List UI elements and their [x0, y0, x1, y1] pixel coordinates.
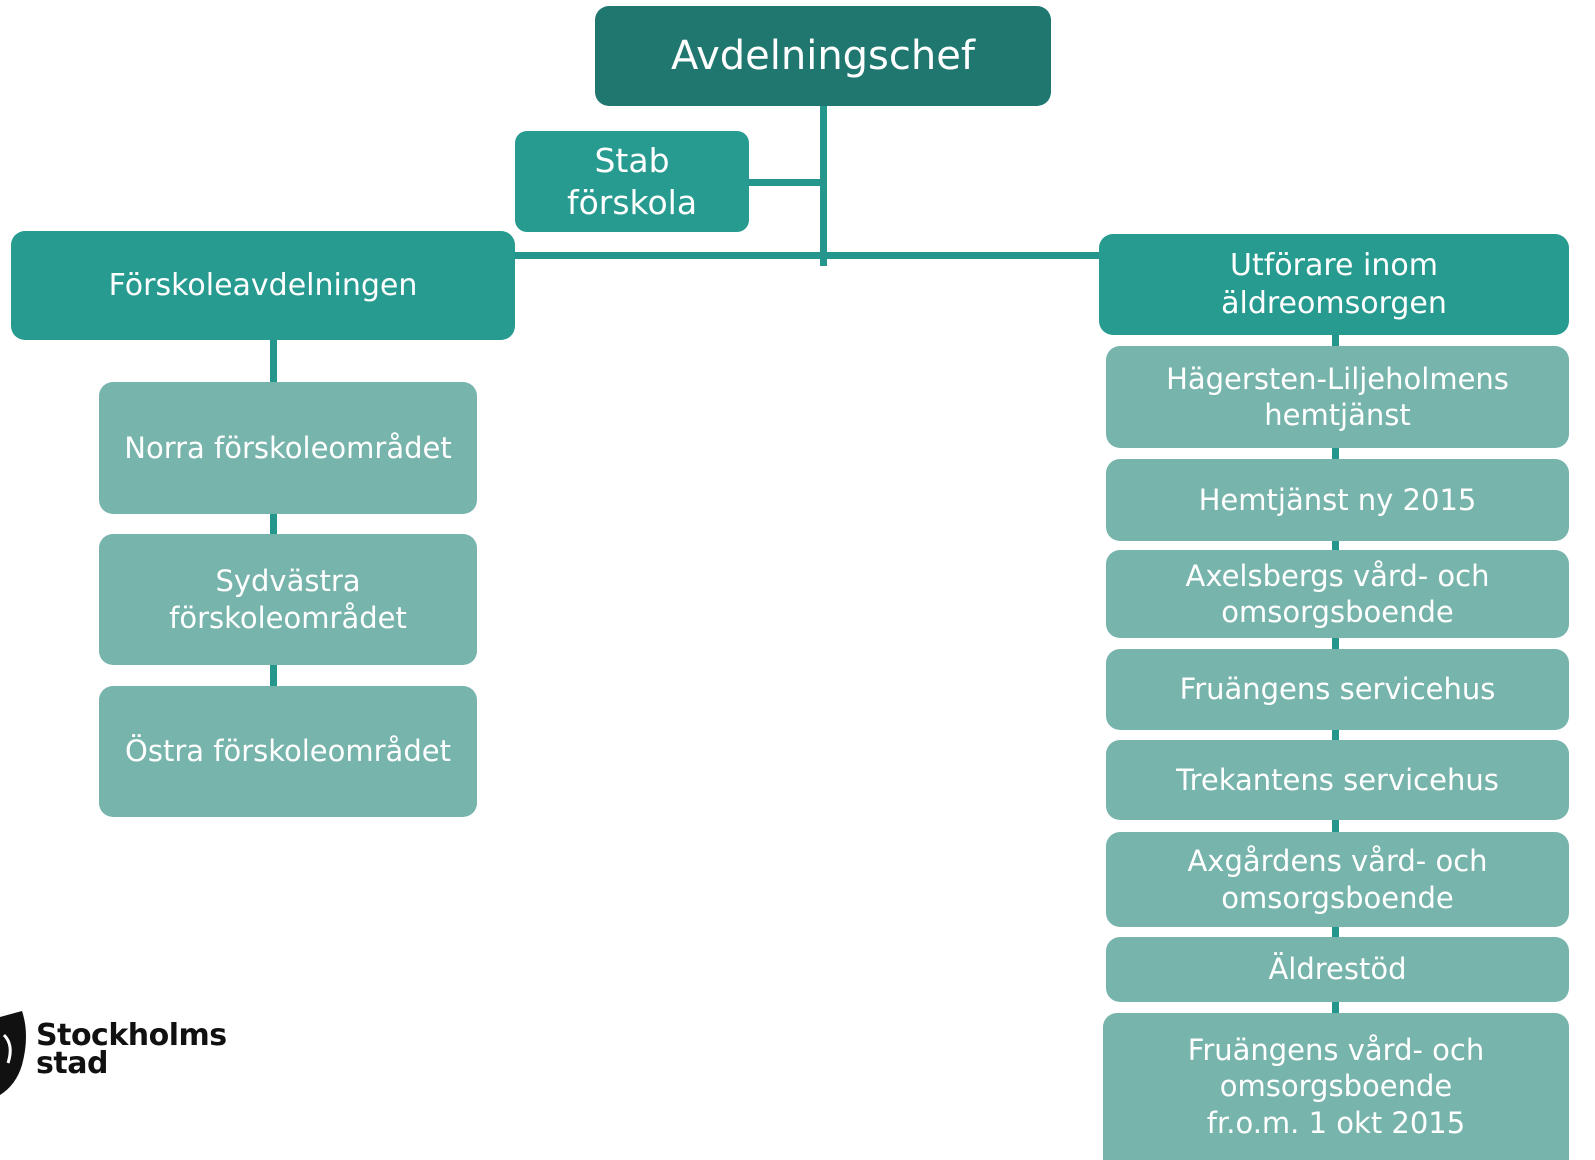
org-box-elderly-unit: Fruängens servicehus [1106, 649, 1569, 730]
connector-staff [748, 179, 824, 186]
org-box-elderly-unit: Axgårdens vård- och omsorgsboende [1106, 832, 1569, 927]
org-box-elderly-unit: Trekantens servicehus [1106, 740, 1569, 820]
org-box-preschool-unit: Östra förskoleområdet [99, 686, 477, 817]
org-box-elderly-unit: Fruängens vård- och omsorgsboende fr.o.m… [1103, 1013, 1569, 1160]
org-box-elderly-unit: Axelsbergs vård- och omsorgsboende [1106, 550, 1569, 638]
org-box-preschool-unit: Sydvästra förskoleområdet [99, 534, 477, 665]
connector-preschool-chain [270, 338, 277, 690]
org-box-staff: Stab förskola [515, 131, 749, 232]
org-box-elderly-unit: Hemtjänst ny 2015 [1106, 459, 1569, 541]
stockholm-crest-icon [0, 1011, 26, 1095]
org-box-preschool-unit: Norra förskoleområdet [99, 382, 477, 514]
org-box-preschool-department: Förskoleavdelningen [11, 231, 515, 340]
org-box-head: Avdelningschef [595, 6, 1051, 106]
connector-horizontal-main [512, 252, 1104, 259]
org-box-elderly-unit: Äldrestöd [1106, 937, 1569, 1002]
org-box-elderly-unit: Hägersten-Liljeholmens hemtjänst [1106, 346, 1569, 448]
logo-wordmark: Stockholms stad [36, 1018, 227, 1081]
org-box-elderly-providers: Utförare inom äldreomsorgen [1099, 234, 1569, 335]
